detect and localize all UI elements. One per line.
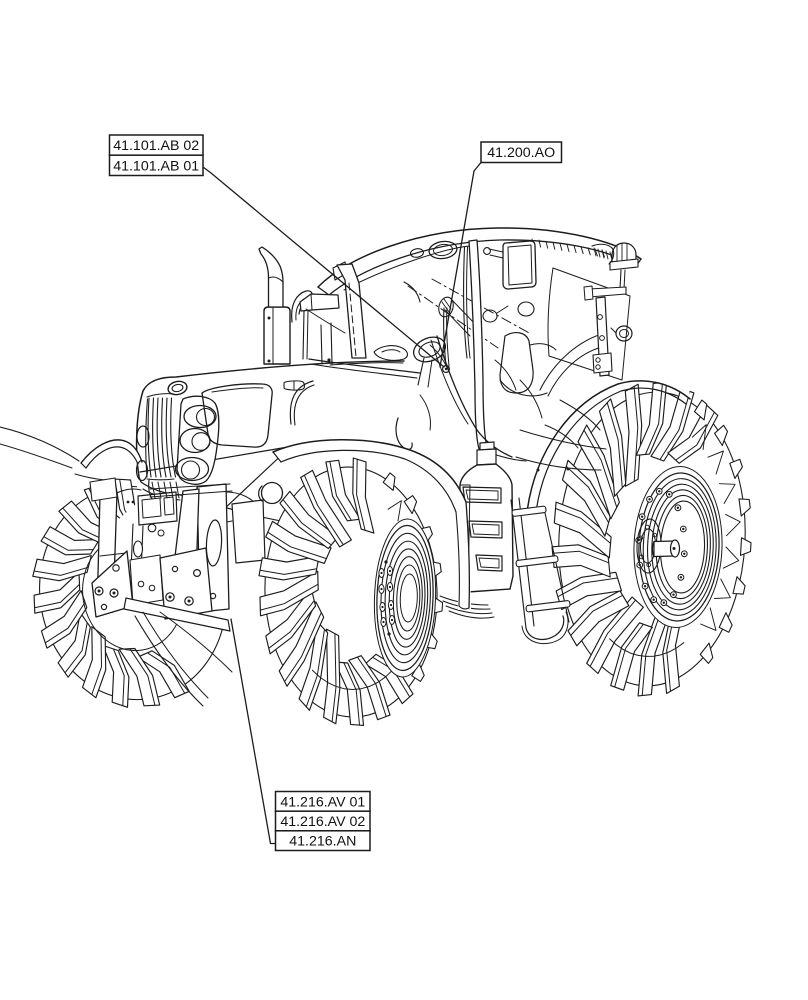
svg-text:41.216.AN: 41.216.AN [289,834,356,850]
svg-text:41.101.AB 01: 41.101.AB 01 [113,158,199,174]
svg-text:41.200.AO: 41.200.AO [487,145,555,161]
svg-text:41.101.AB 02: 41.101.AB 02 [113,138,199,154]
svg-text:41.216.AV 02: 41.216.AV 02 [280,814,365,830]
svg-text:41.216.AV 01: 41.216.AV 01 [280,794,365,810]
